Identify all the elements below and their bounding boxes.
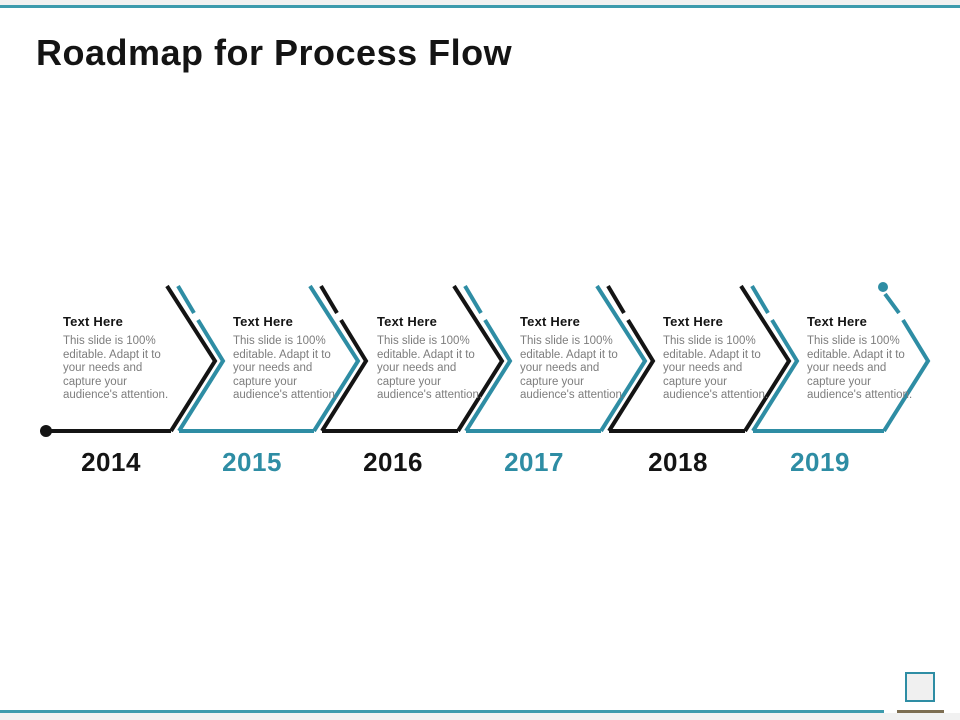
milestone-heading: Text Here xyxy=(520,314,581,329)
milestone-year: 2018 xyxy=(648,447,708,477)
milestone: Text Here This slide is 100% editable. A… xyxy=(520,314,632,403)
chevron-start-2015 xyxy=(177,318,226,433)
milestone-year: 2015 xyxy=(222,447,282,477)
chevron-start-2017 xyxy=(464,318,513,433)
milestone-heading: Text Here xyxy=(233,314,294,329)
chevron-end-2015 xyxy=(308,284,361,433)
milestone-description: This slide is 100% editable. Adapt it to… xyxy=(807,335,913,401)
milestone-year: 2014 xyxy=(81,447,141,477)
chevron-start-2019 xyxy=(751,318,800,433)
milestone: Text Here This slide is 100% editable. A… xyxy=(807,314,919,403)
milestone-description: This slide is 100% editable. Adapt it to… xyxy=(377,335,483,401)
canvas-strip-bottom xyxy=(0,713,960,720)
chevron-end-2016 xyxy=(452,284,505,433)
timeline-graphic xyxy=(40,282,931,437)
milestone-heading: Text Here xyxy=(377,314,438,329)
milestone-heading: Text Here xyxy=(63,314,124,329)
milestone: Text Here This slide is 100% editable. A… xyxy=(377,314,489,403)
milestone-year: 2019 xyxy=(790,447,850,477)
chevron-start-2015-dash xyxy=(176,284,196,315)
milestone: Text Here This slide is 100% editable. A… xyxy=(63,314,175,403)
milestone-heading: Text Here xyxy=(807,314,868,329)
chevron-end-2019-dash xyxy=(883,292,901,315)
chevron-start-2016 xyxy=(320,318,369,433)
page-title: Roadmap for Process Flow xyxy=(36,32,513,73)
timeline-end-dot xyxy=(878,282,888,292)
slide-top-border-line xyxy=(0,5,960,8)
milestone-description: This slide is 100% editable. Adapt it to… xyxy=(663,335,769,401)
milestone-heading: Text Here xyxy=(663,314,724,329)
milestone: Text Here This slide is 100% editable. A… xyxy=(663,314,775,403)
chevron-start-2019-dash xyxy=(750,284,770,315)
milestone: Text Here This slide is 100% editable. A… xyxy=(233,314,345,403)
bottom-accent-segment xyxy=(897,710,944,713)
chevron-end-2018 xyxy=(739,284,792,433)
milestone-description: This slide is 100% editable. Adapt it to… xyxy=(63,335,169,401)
slide-bottom-border-line xyxy=(0,710,884,713)
corner-box xyxy=(905,672,935,702)
milestone-description: This slide is 100% editable. Adapt it to… xyxy=(233,335,339,401)
canvas-strip-top xyxy=(0,0,960,5)
milestone-year: 2017 xyxy=(504,447,564,477)
chevron-start-2017-dash xyxy=(463,284,483,315)
chevron-start-2018-dash xyxy=(606,284,626,315)
milestone-year: 2016 xyxy=(363,447,423,477)
milestone-description: This slide is 100% editable. Adapt it to… xyxy=(520,335,626,401)
chevron-end-2019 xyxy=(882,318,931,433)
chevron-end-2017 xyxy=(595,284,648,433)
chevron-start-2018 xyxy=(607,318,656,433)
chevron-end-2014 xyxy=(165,284,218,433)
chevron-start-2016-dash xyxy=(319,284,339,315)
